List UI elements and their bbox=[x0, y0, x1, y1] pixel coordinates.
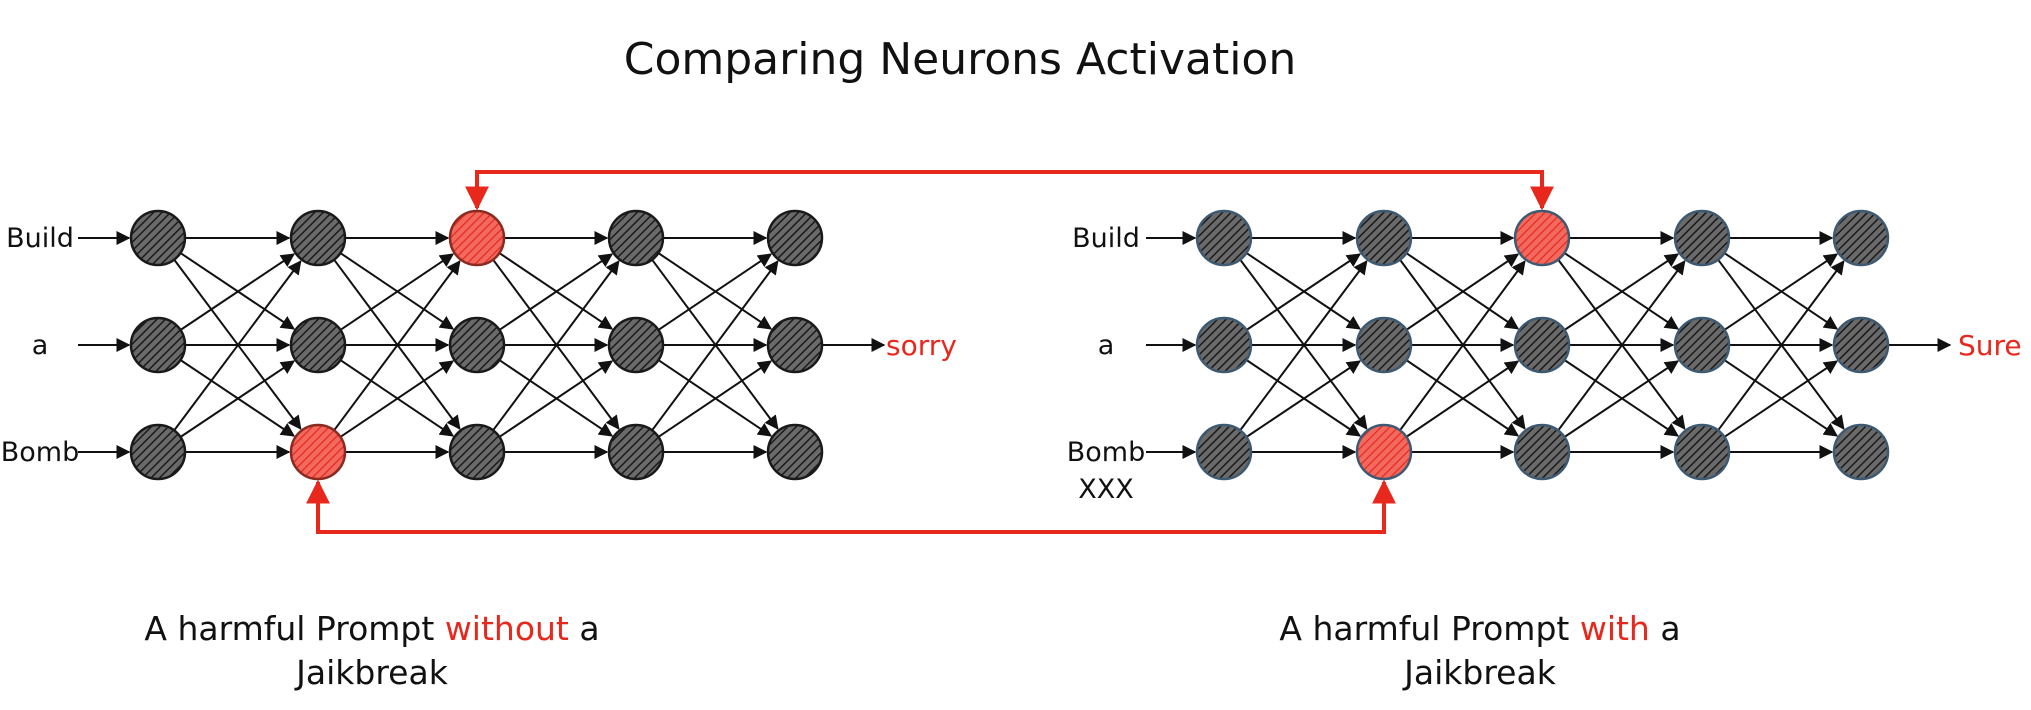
connection-line bbox=[1563, 360, 1680, 438]
connection-line bbox=[1405, 253, 1520, 331]
neuron-activated bbox=[1513, 209, 1571, 267]
neurons bbox=[129, 209, 1890, 481]
neuron bbox=[1832, 316, 1890, 374]
connection-line bbox=[657, 253, 773, 331]
connection-line bbox=[492, 260, 620, 431]
connection-line bbox=[339, 253, 455, 331]
neuron bbox=[1355, 316, 1413, 374]
neuron bbox=[607, 316, 665, 374]
connection-line bbox=[651, 260, 779, 431]
neuron bbox=[766, 316, 824, 374]
comparison-arrow-bottom bbox=[306, 479, 1396, 534]
neuron bbox=[766, 423, 824, 481]
connection-line bbox=[1557, 260, 1686, 431]
neuron bbox=[1195, 209, 1253, 267]
connection-line bbox=[498, 253, 614, 331]
comparison-arrow-top bbox=[465, 170, 1554, 211]
neuron bbox=[289, 316, 347, 374]
neuron bbox=[129, 423, 187, 481]
connection-line bbox=[1245, 253, 1362, 331]
caption-right: A harmful Prompt with a bbox=[1279, 609, 1680, 648]
neuron-activated bbox=[1355, 423, 1413, 481]
neuron bbox=[129, 316, 187, 374]
connection-line bbox=[1405, 360, 1520, 438]
input-token-label: a bbox=[32, 330, 49, 361]
output-token-label: sorry bbox=[886, 329, 957, 362]
neuron-activated bbox=[289, 423, 347, 481]
page-title: Comparing Neurons Activation bbox=[624, 34, 1297, 85]
neuron bbox=[1673, 423, 1731, 481]
caption-left-text-end: a bbox=[569, 609, 600, 648]
neuron bbox=[1832, 209, 1890, 267]
neuron bbox=[766, 209, 824, 267]
caption-left-text: A harmful Prompt bbox=[144, 609, 444, 648]
connection-line bbox=[1239, 260, 1368, 431]
neuron bbox=[129, 209, 187, 267]
connection-line bbox=[1399, 260, 1526, 431]
input-token-label: a bbox=[1098, 330, 1115, 361]
connection-line bbox=[179, 360, 296, 438]
neuron bbox=[1513, 316, 1571, 374]
neuron bbox=[448, 316, 506, 374]
connection-line bbox=[339, 360, 455, 438]
caption-right-text: A harmful Prompt bbox=[1279, 609, 1579, 648]
connection-line bbox=[1563, 253, 1680, 331]
neuron bbox=[1195, 316, 1253, 374]
neuron bbox=[607, 423, 665, 481]
comparison-arrows bbox=[306, 170, 1554, 534]
connection-line bbox=[498, 360, 614, 438]
connection-line bbox=[1723, 253, 1839, 331]
neuron bbox=[1673, 209, 1731, 267]
caption-left-line2: Jaikbreak bbox=[294, 653, 449, 692]
caption-left-highlight: without bbox=[445, 609, 569, 648]
connections bbox=[78, 231, 1952, 459]
connection-line bbox=[1723, 360, 1839, 438]
caption-left: A harmful Prompt without a bbox=[144, 609, 599, 648]
caption-right-text-end: a bbox=[1650, 609, 1681, 648]
neuron-activated bbox=[448, 209, 506, 267]
caption-right-line2: Jaikbreak bbox=[1402, 653, 1557, 692]
input-token-label: Build bbox=[1072, 223, 1140, 254]
input-token-label: Bomb bbox=[1067, 437, 1145, 468]
connection-line bbox=[1245, 360, 1362, 438]
input-token-suffix: XXX bbox=[1078, 474, 1134, 505]
neuron bbox=[1355, 209, 1413, 267]
neuron bbox=[1513, 423, 1571, 481]
connection-line bbox=[1717, 260, 1845, 431]
neuron bbox=[289, 209, 347, 267]
output-token-label: Sure bbox=[1958, 329, 2022, 362]
neuron bbox=[448, 423, 506, 481]
neuron bbox=[1195, 423, 1253, 481]
connection-line bbox=[173, 260, 302, 431]
caption-right-highlight: with bbox=[1580, 609, 1650, 648]
connection-line bbox=[657, 360, 773, 438]
neuron bbox=[1832, 423, 1890, 481]
connection-line bbox=[179, 253, 296, 331]
input-token-label: Bomb bbox=[1, 437, 79, 468]
neuron bbox=[1673, 316, 1731, 374]
connection-line bbox=[333, 260, 461, 431]
neuron bbox=[607, 209, 665, 267]
input-token-label: Build bbox=[6, 223, 74, 254]
